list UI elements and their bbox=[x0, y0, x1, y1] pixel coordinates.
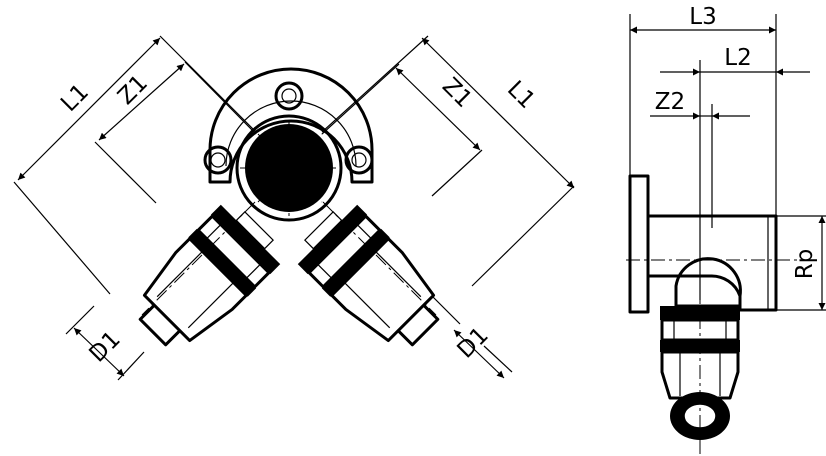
left-l1-label: L1 bbox=[56, 79, 94, 117]
l3-label: L3 bbox=[689, 4, 716, 30]
l2-label: L2 bbox=[724, 45, 751, 71]
screw-hole bbox=[344, 145, 374, 175]
side-view: L3 L2 Z2 Rp bbox=[626, 4, 826, 454]
rp-label: Rp bbox=[792, 249, 818, 280]
right-d1-label: D1 bbox=[452, 322, 493, 363]
left-d1-label: D1 bbox=[84, 326, 125, 367]
double-outlet-front-view: L1 Z1 Z1 L1 D1 D1 bbox=[13, 35, 575, 381]
z2-label: Z2 bbox=[655, 89, 685, 115]
wall-plate-side bbox=[628, 174, 650, 314]
left-outlet bbox=[121, 194, 291, 364]
outlet-body-side bbox=[646, 214, 778, 312]
right-z1-label: Z1 bbox=[437, 73, 477, 113]
left-z1-label: Z1 bbox=[113, 70, 153, 110]
screw-hole bbox=[203, 145, 233, 175]
right-outlet bbox=[287, 194, 457, 364]
wall-plate bbox=[208, 67, 374, 184]
screw-hole bbox=[274, 81, 304, 111]
right-l1-label: L1 bbox=[502, 76, 540, 114]
